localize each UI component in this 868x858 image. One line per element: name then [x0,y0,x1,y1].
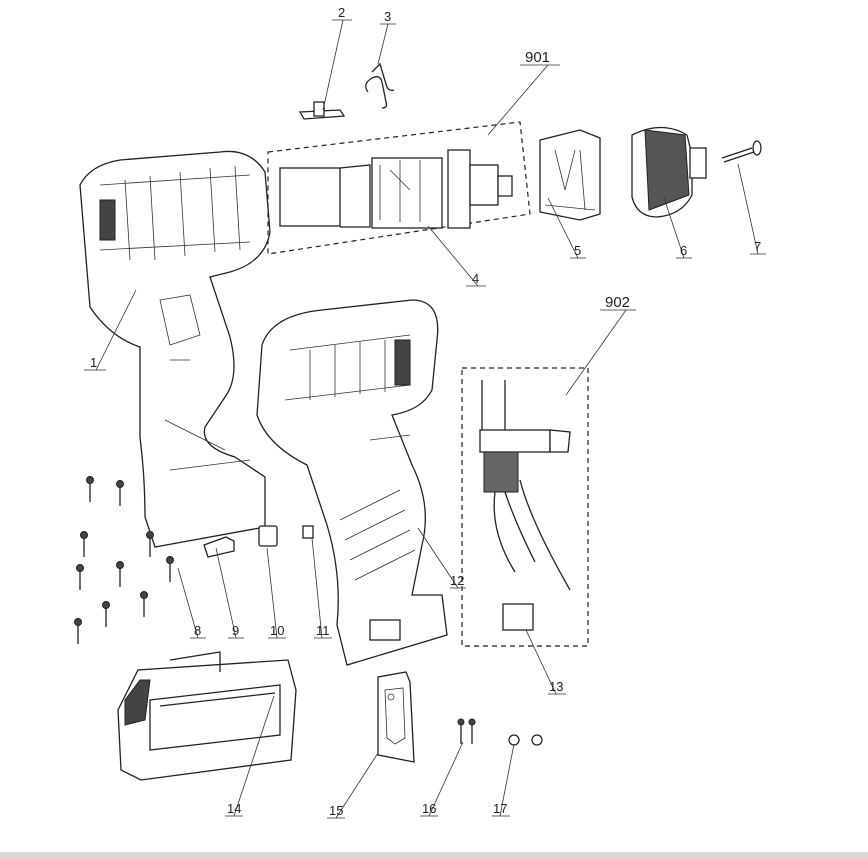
label-8: 8 [194,623,201,638]
part-14-battery-pack [117,651,297,781]
part-labels: 1 2 3 4 5 6 7 8 9 10 11 12 13 14 15 16 1… [90,5,761,818]
part-5-gear-housing [539,129,601,221]
part-17-nuts [508,734,543,746]
label-11: 11 [316,623,330,638]
part-12-right-housing [256,299,448,666]
assembly-902-switch-wiring [461,367,589,647]
label-1: 1 [90,355,97,370]
part-3-spring [365,62,395,109]
label-901: 901 [525,49,550,66]
label-12: 12 [450,573,464,588]
part-9-clip [203,536,235,558]
part-15-belt-clip-plate [377,671,415,763]
label-3: 3 [384,9,391,24]
part-1-left-housing [79,150,271,548]
label-6: 6 [680,243,687,258]
label-17: 17 [493,801,507,816]
label-13: 13 [549,679,563,694]
part-6-chuck [631,126,707,218]
part-2-forward-reverse-switch [298,101,346,120]
leader-lines [84,19,766,819]
part-7-screw [721,140,762,163]
label-7: 7 [754,239,761,254]
part-11-small-part [302,525,314,539]
label-5: 5 [574,243,581,258]
label-4: 4 [472,271,479,286]
label-10: 10 [270,623,284,638]
label-902: 902 [605,294,630,311]
part-16-screws [457,718,476,744]
label-15: 15 [329,803,343,818]
part-8-screws [74,476,174,644]
label-16: 16 [422,801,436,816]
label-14: 14 [227,801,241,816]
label-9: 9 [232,623,239,638]
assembly-901-motor-gearbox [267,121,531,255]
bottom-edge-bar [0,852,868,858]
part-10-sleeve [258,525,278,547]
label-2: 2 [338,5,345,20]
